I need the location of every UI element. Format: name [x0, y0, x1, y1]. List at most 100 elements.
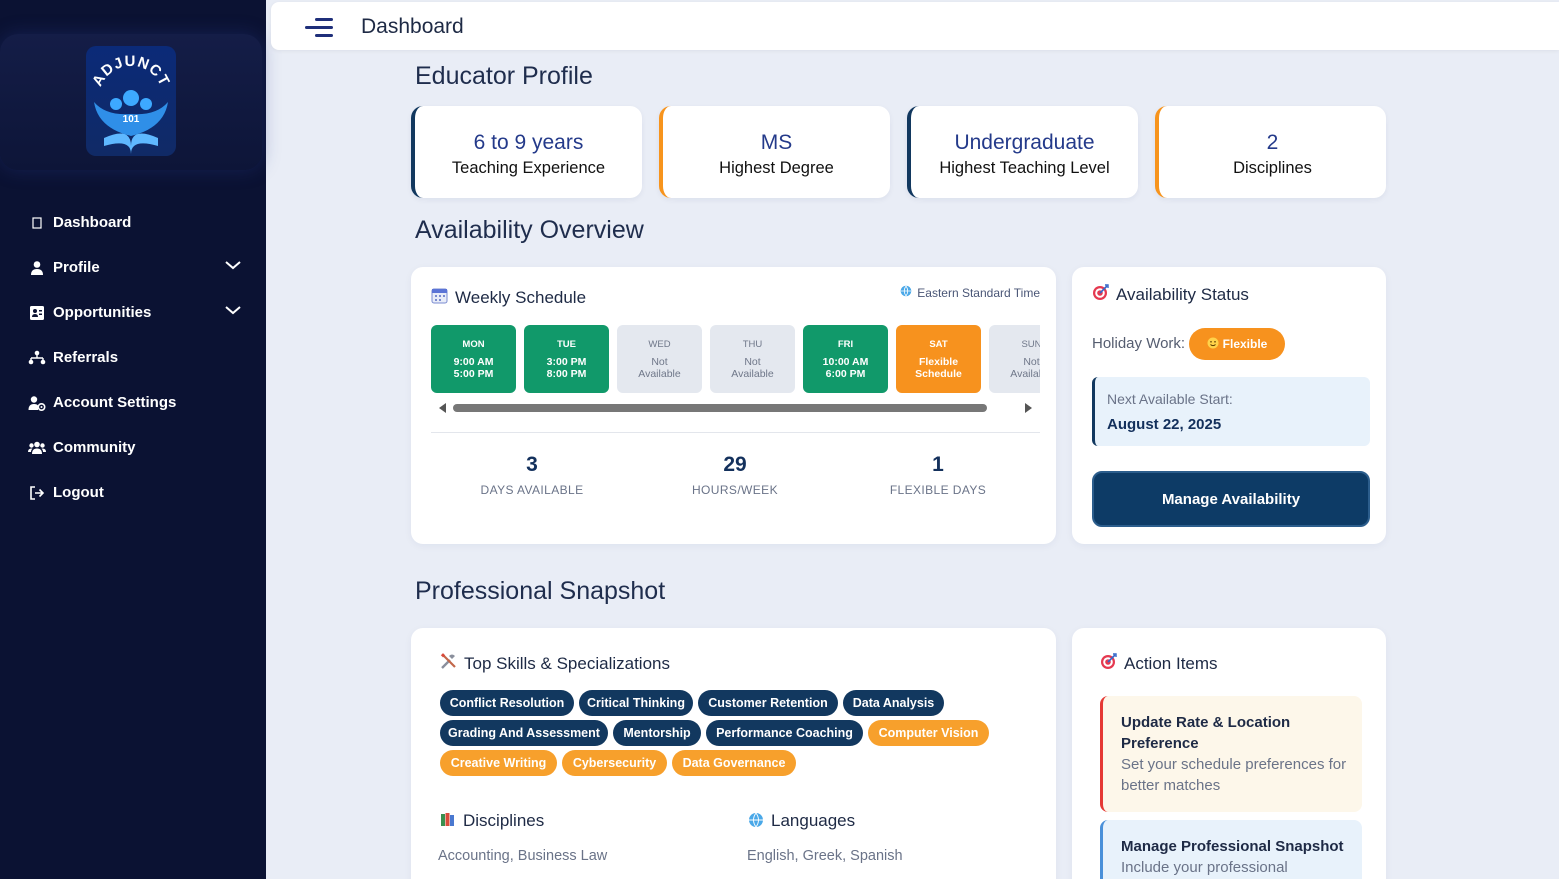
calendar-icon	[431, 287, 448, 308]
skill-tag[interactable]: Conflict Resolution	[440, 690, 574, 716]
user-gear-icon	[28, 394, 46, 412]
sidebar-item-label: Opportunities	[53, 304, 152, 321]
skills-card: Top Skills & Specializations Conflict Re…	[411, 628, 1056, 879]
metric-flexible-days: 1 FLEXIBLE DAYS	[848, 453, 1028, 497]
day-name: SAT	[929, 339, 948, 350]
skill-tag[interactable]: Computer Vision	[868, 720, 989, 746]
metric-value: 1	[932, 453, 944, 476]
chevron-down-icon[interactable]	[224, 258, 242, 275]
holiday-work-value: Flexible	[1222, 337, 1268, 351]
disciplines-value: Accounting, Business Law	[438, 848, 608, 864]
sidebar-item-label: Dashboard	[53, 214, 132, 231]
day-name: THU	[742, 339, 763, 350]
sidebar-item-referrals[interactable]: Referrals	[0, 335, 266, 380]
action-items-card: Action Items Update Rate & Location Pref…	[1072, 628, 1386, 879]
divider	[431, 432, 1040, 433]
sidebar-item-community[interactable]: Community	[0, 425, 266, 470]
skill-tag[interactable]: Data Governance	[672, 750, 796, 776]
availability-status-header: Availability Status	[1092, 284, 1249, 305]
sidebar-item-label: Profile	[53, 259, 100, 276]
action-item-professional-snapshot[interactable]: Manage Professional Snapshot Include you…	[1100, 820, 1362, 879]
skill-tag[interactable]: Creative Writing	[440, 750, 557, 776]
day-name: MON	[462, 339, 485, 350]
adjunct-logo[interactable]: ADJUNCT 101	[86, 46, 176, 156]
action-item-description: Set your schedule preferences for better…	[1121, 756, 1347, 794]
skill-tag[interactable]: Mentorship	[613, 720, 701, 746]
sidebar-item-account-settings[interactable]: Account Settings	[0, 380, 266, 425]
day-status-line2: Available	[731, 368, 774, 380]
metric-value: 29	[723, 453, 747, 476]
professional-snapshot-title: Professional Snapshot	[415, 577, 666, 605]
next-available-label: Next Available Start:	[1107, 391, 1233, 407]
tools-icon	[440, 653, 457, 674]
user-icon	[28, 259, 46, 277]
day-name: FRI	[837, 339, 854, 350]
day-status-line2: Available	[638, 368, 681, 380]
holiday-flexible-badge: Flexible	[1189, 328, 1285, 360]
day-time-start: 10:00 AM	[822, 356, 869, 368]
languages-value: English, Greek, Spanish	[747, 848, 903, 864]
stat-card-degree: MS Highest Degree	[659, 106, 890, 198]
scrollbar-thumb[interactable]	[453, 404, 987, 412]
timezone-label: Eastern Standard Time	[900, 285, 1040, 300]
stat-card-teaching-level: Undergraduate Highest Teaching Level	[907, 106, 1138, 198]
availability-status-title: Availability Status	[1116, 284, 1249, 304]
skill-tag[interactable]: Data Analysis	[843, 690, 944, 716]
network-icon	[28, 349, 46, 367]
chevron-down-icon[interactable]	[224, 303, 242, 320]
briefcase-icon	[28, 304, 46, 322]
sidebar-item-profile[interactable]: Profile	[0, 245, 266, 290]
action-items-header: Action Items	[1100, 653, 1218, 674]
sidebar-item-label: Referrals	[53, 349, 119, 366]
day-status-line1: Flexible	[918, 356, 959, 368]
stat-label: Disciplines	[1233, 159, 1312, 177]
menu-toggle-icon[interactable]	[305, 17, 333, 39]
stat-value: 2	[1266, 131, 1279, 154]
skill-tag[interactable]: Grading And Assessment	[440, 720, 608, 746]
manage-availability-button[interactable]: Manage Availability	[1092, 471, 1370, 527]
sidebar-item-dashboard[interactable]: Dashboard	[0, 200, 266, 245]
skill-tag[interactable]: Performance Coaching	[706, 720, 863, 746]
schedule-scrollbar[interactable]	[431, 401, 1040, 415]
sidebar-item-label: Account Settings	[53, 394, 177, 411]
action-item-rate-location[interactable]: Update Rate & Location Preference Set yo…	[1100, 696, 1362, 812]
day-time-end: 5:00 PM	[453, 368, 494, 380]
sidebar: ADJUNCT 101 Dashboard Profile	[0, 0, 266, 879]
logo-container: ADJUNCT 101	[0, 34, 262, 170]
globe-icon	[748, 812, 764, 831]
metric-value: 3	[526, 453, 538, 476]
disciplines-header: Disciplines	[440, 811, 544, 831]
sidebar-item-logout[interactable]: Logout	[0, 470, 266, 515]
dashboard-icon	[28, 214, 46, 232]
top-bar: Dashboard	[271, 2, 1559, 50]
skill-tag[interactable]: Cybersecurity	[562, 750, 667, 776]
smile-icon	[1207, 337, 1219, 352]
disciplines-title: Disciplines	[463, 811, 545, 830]
action-item-title: Update Rate & Location Preference	[1121, 714, 1291, 752]
stat-value: Undergraduate	[954, 131, 1095, 154]
scroll-left-arrow-icon[interactable]	[439, 403, 446, 413]
holiday-work-label: Holiday Work:	[1092, 335, 1186, 352]
skill-tag[interactable]: Customer Retention	[698, 690, 838, 716]
languages-title: Languages	[771, 811, 856, 830]
scroll-right-arrow-icon[interactable]	[1025, 403, 1032, 413]
sidebar-item-label: Logout	[53, 484, 104, 501]
sidebar-item-label: Community	[53, 439, 136, 456]
page-title: Dashboard	[361, 15, 464, 38]
action-items-title: Action Items	[1124, 653, 1218, 673]
stat-value: MS	[760, 131, 793, 154]
sidebar-item-opportunities[interactable]: Opportunities	[0, 290, 266, 335]
action-item-title: Manage Professional Snapshot	[1121, 838, 1344, 855]
timezone-text: Eastern Standard Time	[917, 285, 1040, 300]
skill-tag[interactable]: Critical Thinking	[579, 690, 693, 716]
stat-value: 6 to 9 years	[473, 131, 584, 154]
stat-label: Highest Teaching Level	[939, 159, 1110, 177]
